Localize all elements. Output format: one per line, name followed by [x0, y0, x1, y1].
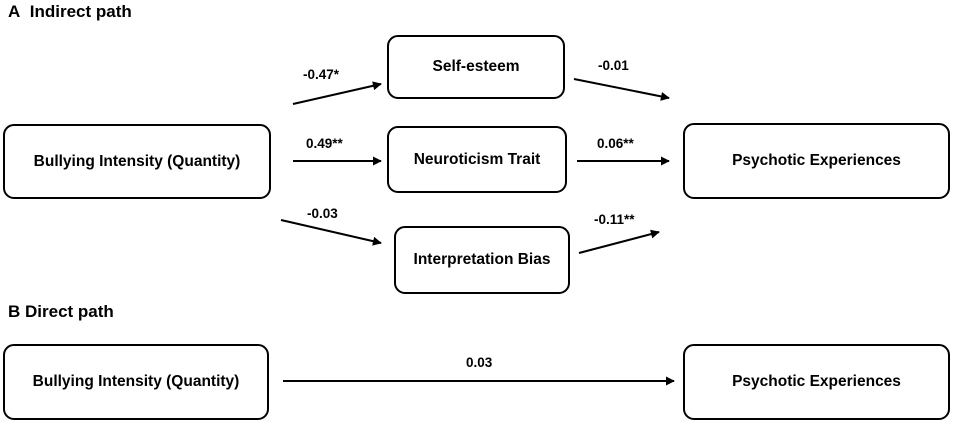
- node-psychotic-experiences-b: Psychotic Experiences: [683, 344, 950, 420]
- node-label: Psychotic Experiences: [732, 373, 901, 390]
- coef-b-self-esteem: -0.01: [598, 58, 629, 73]
- node-bullying-intensity-a: Bullying Intensity (Quantity): [3, 124, 271, 199]
- arrow-predictor-to-interpretation: [280, 219, 382, 246]
- coef-direct-path: 0.03: [466, 355, 493, 370]
- node-psychotic-experiences-a: Psychotic Experiences: [683, 123, 950, 199]
- coef-b-neuroticism: 0.06**: [597, 136, 634, 151]
- panel-a-title-text: Indirect path: [29, 2, 132, 21]
- node-label: Bullying Intensity (Quantity): [33, 152, 241, 170]
- panel-b-letter: B: [8, 302, 21, 321]
- node-interpretation-bias: Interpretation Bias: [394, 226, 570, 294]
- arrow-interpretation-to-outcome: [578, 229, 660, 254]
- node-self-esteem: Self-esteem: [387, 35, 565, 99]
- node-label: Interpretation Bias: [413, 251, 551, 268]
- panel-a-letter: A: [8, 2, 21, 21]
- coef-a-neuroticism: 0.49**: [306, 136, 343, 151]
- panel-a-title: A Indirect path: [8, 2, 132, 22]
- arrow-self-esteem-to-outcome: [573, 78, 670, 101]
- node-neuroticism-trait: Neuroticism Trait: [387, 126, 567, 193]
- panel-b-title-text: Direct path: [25, 302, 114, 321]
- coef-a-self-esteem: -0.47*: [303, 67, 340, 82]
- node-label: Neuroticism Trait: [413, 150, 541, 168]
- node-label: Psychotic Experiences: [732, 152, 901, 169]
- node-bullying-intensity-b: Bullying Intensity (Quantity): [3, 344, 269, 420]
- arrow-predictor-to-self-esteem: [292, 81, 382, 105]
- node-label: Bullying Intensity (Quantity): [32, 373, 240, 390]
- coef-b-interpretation: -0.11**: [594, 212, 635, 227]
- node-label: Self-esteem: [432, 58, 520, 75]
- coef-a-interpretation: -0.03: [307, 206, 338, 221]
- panel-b-title: B Direct path: [8, 302, 114, 322]
